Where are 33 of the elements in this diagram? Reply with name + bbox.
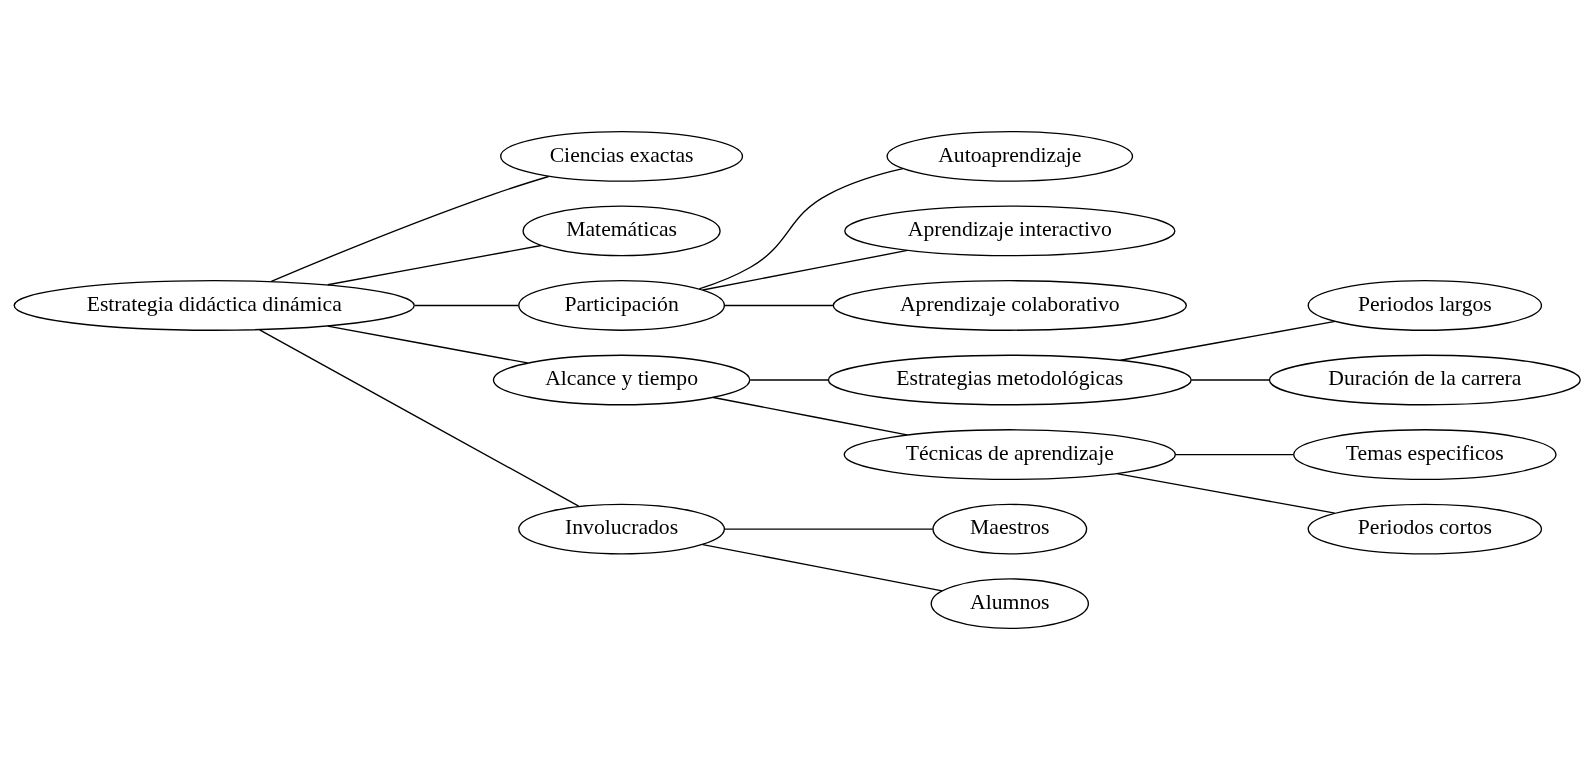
node-ellipse: Aprendizaje colaborativo — [832, 280, 1187, 331]
connector — [1175, 453, 1294, 456]
connector — [1119, 320, 1336, 361]
node-ellipse: Temas especificos — [1293, 429, 1557, 480]
node-ellipse: Participación — [518, 280, 726, 331]
node-ellipse: Alcance y tiempo — [492, 354, 751, 406]
connector — [698, 168, 904, 290]
connector — [327, 325, 529, 364]
node-ellipse: Alumnos — [930, 578, 1090, 630]
node-ellipse: Duración de la carrera — [1268, 354, 1581, 406]
connector — [327, 244, 542, 286]
node-ellipse: Aprendizaje interactivo — [844, 205, 1176, 257]
connector — [723, 304, 834, 307]
connector — [270, 175, 550, 283]
connector — [414, 304, 520, 307]
connector — [258, 329, 580, 507]
connector — [749, 379, 830, 381]
node-ellipse: Ciencias exactas — [500, 130, 744, 182]
node-ellipse: Estrategias metodológicas — [827, 354, 1192, 406]
node-ellipse: Periodos largos — [1307, 280, 1543, 331]
node-ellipse: Técnicas de aprendizaje — [843, 429, 1177, 480]
node-ellipse: Involucrados — [518, 503, 726, 555]
node-ellipse: Matemáticas — [522, 205, 721, 257]
node-ellipse: Maestros — [932, 503, 1088, 555]
connector — [702, 543, 943, 592]
node-ellipse: Autoaprendizaje — [886, 130, 1134, 182]
connector — [1116, 473, 1336, 514]
node-ellipse: Periodos cortos — [1307, 503, 1543, 555]
node-ellipse: Estrategia didáctica dinámica — [13, 280, 415, 331]
connector — [702, 249, 909, 291]
connector — [723, 528, 934, 530]
connector — [1190, 379, 1271, 381]
connector — [712, 396, 908, 436]
